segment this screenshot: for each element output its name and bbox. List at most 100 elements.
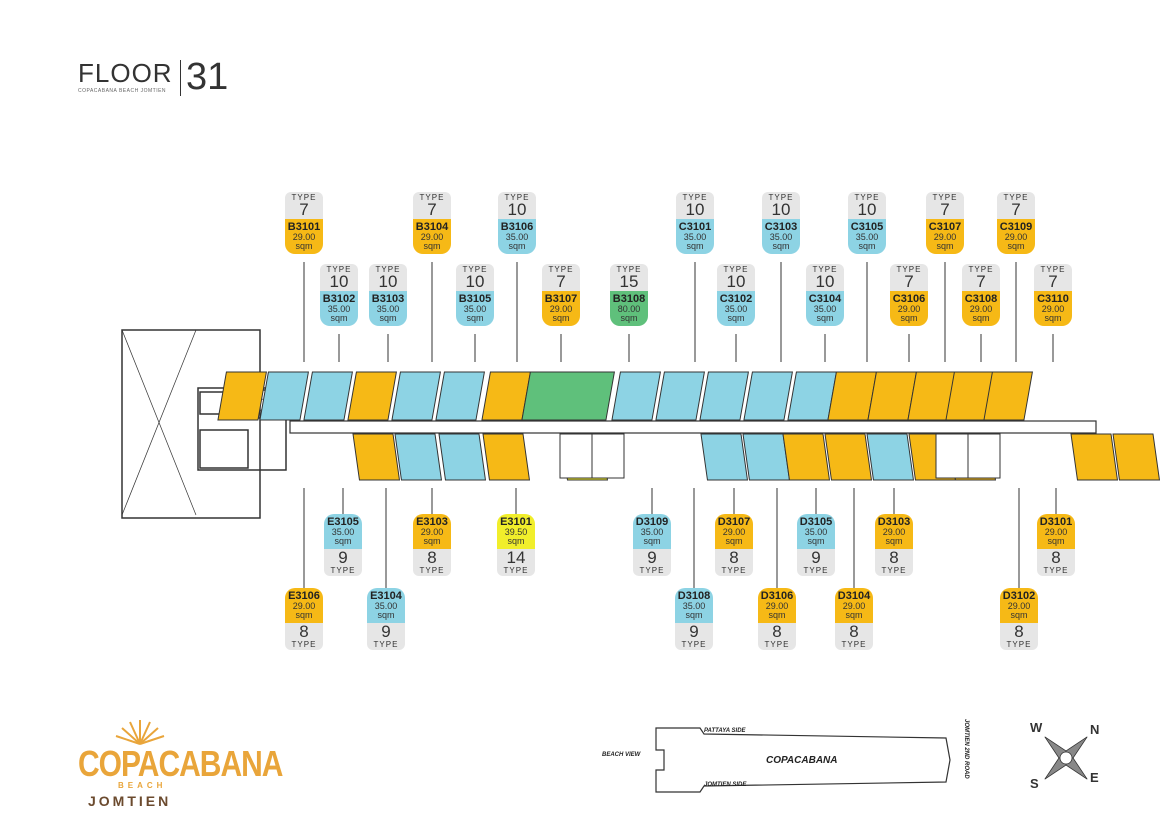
brand-logo: COPACABANA [78, 744, 283, 785]
unit-size: 29.00 [1044, 527, 1068, 537]
unit-block-d3106 [824, 433, 873, 481]
unit-block-d3102 [1070, 433, 1119, 481]
unit-block-b3106 [435, 371, 485, 421]
type-word: TYPE [373, 640, 399, 649]
unit-block-c3103 [699, 371, 749, 421]
unit-type-number: 9 [811, 548, 821, 567]
unit-sqm: sqm [423, 241, 441, 251]
unit-sqm: sqm [772, 241, 790, 251]
unit-sqm: sqm [377, 610, 395, 620]
unit-id: C3106 [892, 293, 926, 305]
unit-id: C3110 [1037, 293, 1069, 305]
type-word: TYPE [681, 640, 707, 649]
unit-id: B3103 [371, 293, 405, 305]
unit-block-c3104 [743, 371, 793, 421]
type-word: TYPE [1003, 193, 1029, 202]
unit-size: 29.00 [549, 304, 573, 314]
unit-id: D3101 [1039, 516, 1073, 528]
unit-type-number: 15 [619, 272, 639, 291]
unit-sqm: sqm [858, 241, 876, 251]
unit-size: 29.00 [1004, 232, 1028, 242]
compass-n: N [1090, 722, 1100, 737]
unit-id: B3101 [287, 221, 321, 233]
unit-id: B3108 [612, 293, 646, 305]
leader-lines [303, 262, 1057, 588]
unit-size: 80.00 [617, 304, 641, 314]
type-word: TYPE [503, 566, 529, 575]
type-word: TYPE [504, 193, 530, 202]
unit-block-d3108 [742, 433, 791, 481]
unit-sqm: sqm [1010, 610, 1028, 620]
type-word: TYPE [768, 193, 794, 202]
unit-type-number: 9 [689, 622, 699, 641]
sun-logo-icon [115, 720, 165, 745]
unit-sqm: sqm [643, 536, 661, 546]
unit-id: B3102 [322, 293, 356, 305]
type-word: TYPE [548, 265, 574, 274]
unit-block-d3109 [700, 433, 749, 481]
unit-sqm: sqm [466, 313, 484, 323]
type-word: TYPE [721, 566, 747, 575]
unit-sqm: sqm [334, 536, 352, 546]
unit-sqm: sqm [768, 610, 786, 620]
top-unit-row [217, 371, 1033, 421]
unit-type-number: 7 [940, 200, 950, 219]
unit-id: C3109 [999, 221, 1033, 233]
type-word: TYPE [854, 193, 880, 202]
unit-type-number: 8 [1014, 622, 1024, 641]
